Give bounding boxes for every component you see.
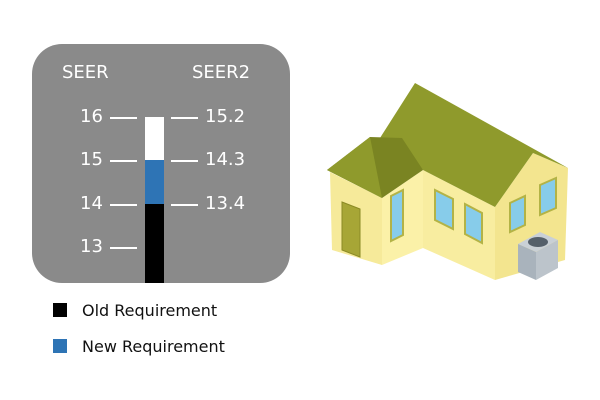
seer-tick-label: 13 [80, 236, 103, 257]
tick-mark [171, 117, 198, 119]
ac-unit-icon [518, 232, 558, 280]
gauge-bar-empty [145, 117, 164, 160]
tick-mark [171, 160, 198, 162]
seer2-tick-label: 13.4 [205, 193, 246, 214]
legend-swatch-new [53, 339, 67, 353]
legend-label-new: New Requirement [82, 337, 225, 356]
gauge-bar-old-requirement [145, 204, 164, 283]
legend-label-old: Old Requirement [82, 301, 218, 320]
seer-header: SEER [62, 62, 109, 83]
legend-swatch-old [53, 303, 67, 317]
seer2-tick-label: 15.2 [205, 106, 246, 127]
tick-mark [110, 247, 137, 249]
seer2-header: SEER2 [192, 62, 251, 83]
tick-mark [110, 204, 137, 206]
tick-mark [110, 117, 137, 119]
tick-mark [171, 204, 198, 206]
seer2-tick-label: 14.3 [205, 149, 246, 170]
seer-tick-label: 14 [80, 193, 103, 214]
gauge-bar-new-requirement [145, 160, 164, 204]
seer-tick-label: 16 [80, 106, 103, 127]
tick-mark [110, 160, 137, 162]
seer-tick-label: 15 [80, 149, 103, 170]
